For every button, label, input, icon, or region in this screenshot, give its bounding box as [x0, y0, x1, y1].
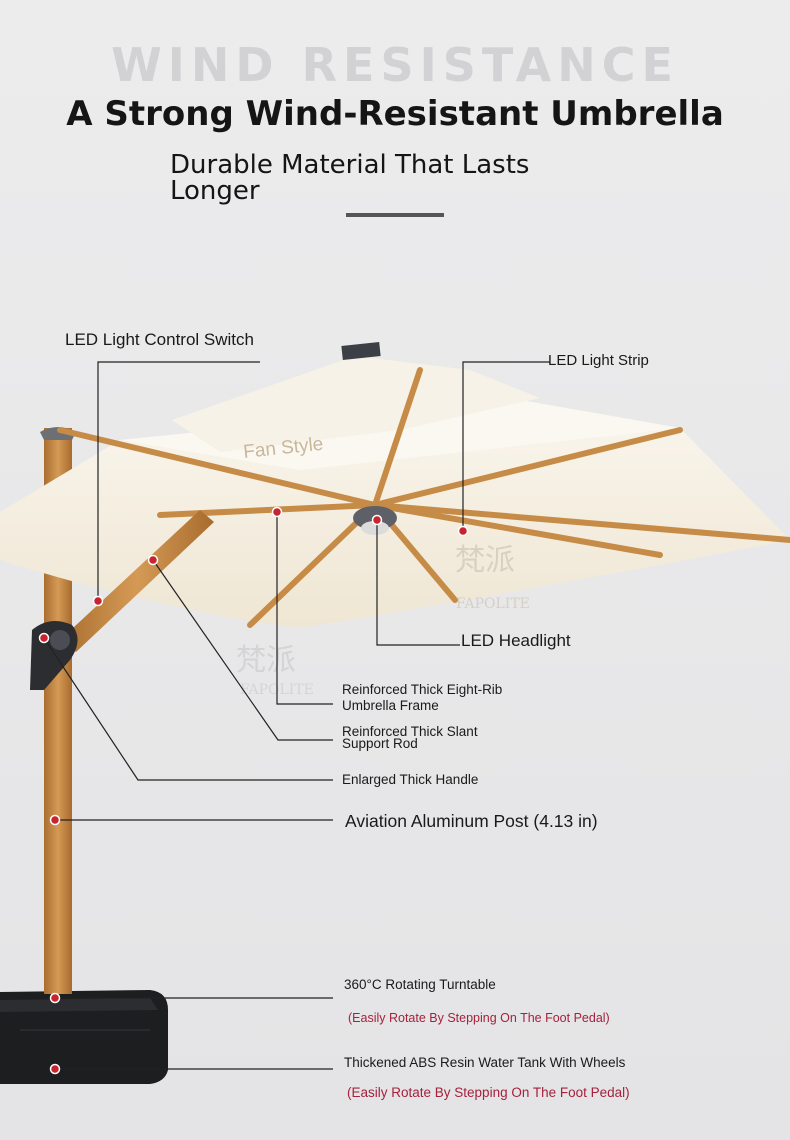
callout-handle: Enlarged Thick Handle — [342, 772, 479, 787]
callout-turntable-note: (Easily Rotate By Stepping On The Foot P… — [348, 1011, 610, 1025]
umbrella-ribs — [57, 367, 790, 628]
background-title-word: WIND RESISTANCE — [111, 38, 679, 92]
top-canopy — [172, 356, 540, 452]
water-tank-base — [0, 990, 168, 1084]
solar-panel — [341, 342, 381, 360]
slant-support-rod — [60, 510, 214, 652]
watermark-cn: 梵派 — [455, 543, 515, 578]
watermark-cn-2: 梵派 — [236, 643, 296, 678]
callout-tank-note: (Easily Rotate By Stepping On The Foot P… — [347, 1085, 630, 1100]
callout-rod-line2: Support Rod — [342, 736, 418, 751]
callout-turntable: 360°C Rotating Turntable — [344, 977, 496, 992]
callout-tank: Thickened ABS Resin Water Tank With Whee… — [344, 1055, 626, 1070]
callout-lines — [43, 361, 550, 1070]
subheadline: Durable Material That Lasts Longer — [170, 150, 530, 206]
callout-led-strip: LED Light Strip — [548, 352, 649, 369]
watermark-en: FAPOLITE — [456, 596, 530, 612]
callout-markers — [38, 506, 469, 1075]
headline: A Strong Wind-Resistant Umbrella — [66, 94, 724, 134]
callout-frame-line1: Reinforced Thick Eight-Rib — [342, 682, 503, 697]
callout-post: Aviation Aluminum Post (4.13 in) — [345, 811, 598, 831]
callout-rod-line1: Reinforced Thick Slant — [342, 724, 478, 739]
callout-led-switch: LED Light Control Switch — [65, 330, 254, 349]
callout-led-headlight: LED Headlight — [461, 631, 571, 650]
callout-frame-line2: Umbrella Frame — [342, 698, 439, 713]
title-underline — [346, 213, 444, 217]
